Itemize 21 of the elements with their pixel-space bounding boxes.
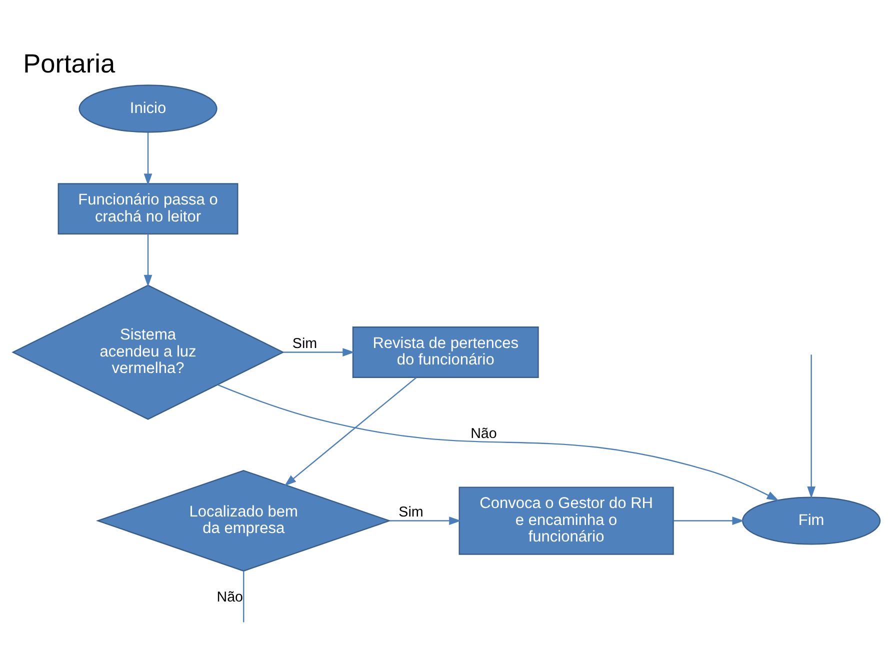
arrow <box>144 234 152 287</box>
edge-label: Sim <box>398 504 424 521</box>
node-ellipse: Fim <box>742 496 881 545</box>
arrow <box>674 516 744 525</box>
node-ellipse: Inicio <box>78 84 218 133</box>
diagram-title: Portaria <box>23 48 116 79</box>
arrow <box>144 132 152 186</box>
node-box: Convoca o Gestor do RH e encaminha o funcionário <box>458 486 674 555</box>
edge-label: Sim <box>292 336 318 352</box>
node-diamond: Sistema acendeu a luz vermelha? <box>12 284 284 420</box>
arrow <box>284 377 417 486</box>
arrow <box>807 354 816 498</box>
node-box: Funcionário passa o crachá no leitor <box>58 183 238 235</box>
edge-label: Não <box>216 589 244 606</box>
edge-label: Não <box>470 426 497 442</box>
arrow <box>218 384 779 501</box>
connector <box>243 571 244 622</box>
arrow <box>390 516 462 525</box>
arrow <box>283 348 355 356</box>
node-box: Revista de pertences do funcionário <box>352 326 539 378</box>
node-diamond: Localizado bem da empresa <box>96 470 392 572</box>
